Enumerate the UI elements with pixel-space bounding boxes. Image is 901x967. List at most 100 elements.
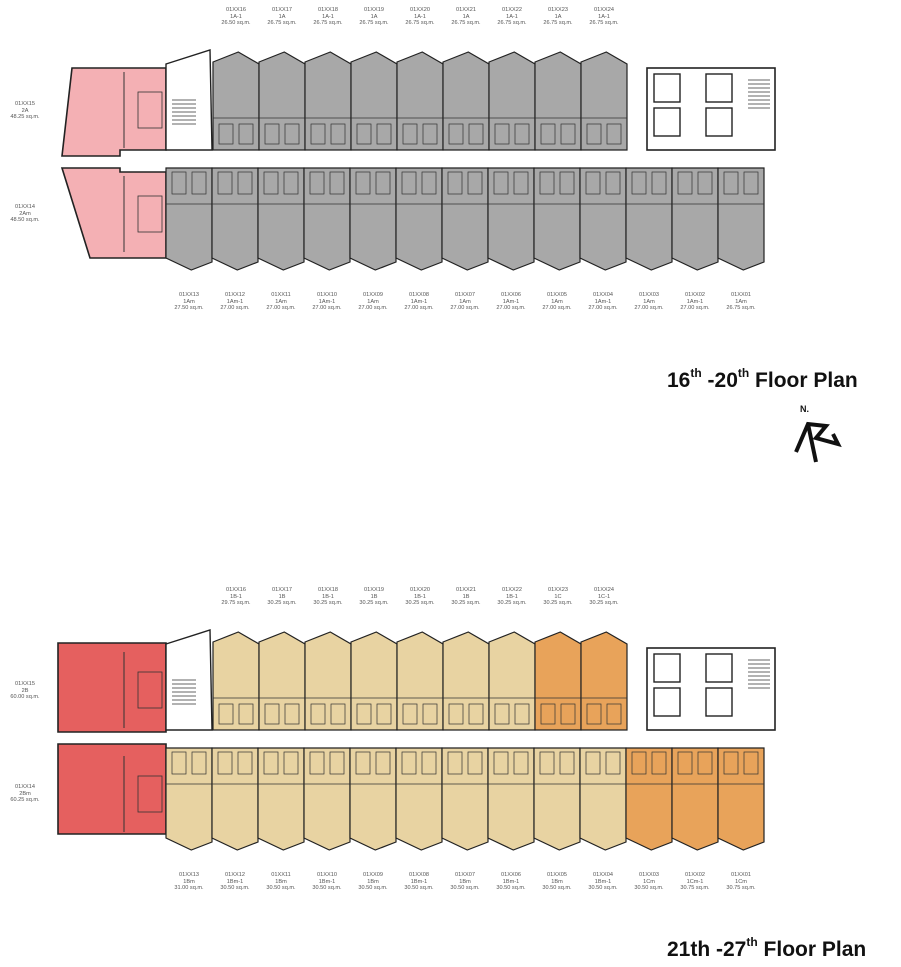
lift-shaft bbox=[653, 653, 681, 683]
unit-label-num: 01XX03 bbox=[639, 292, 659, 298]
bathroom bbox=[677, 171, 693, 195]
bathroom bbox=[631, 171, 647, 195]
unit-label-type: 1B-1 bbox=[414, 593, 426, 600]
unit-top bbox=[212, 631, 260, 731]
bathroom bbox=[264, 123, 280, 145]
kitchen bbox=[559, 751, 575, 775]
unit-top bbox=[350, 51, 398, 151]
unit-label-type: 1Am-1 bbox=[226, 298, 244, 305]
unit-label-area: 30.25 sq.m. bbox=[359, 600, 389, 607]
bathroom bbox=[540, 703, 556, 725]
unit-top bbox=[258, 51, 306, 151]
unit-bottom bbox=[717, 167, 765, 271]
unit-label-area: 30.50 sq.m. bbox=[496, 885, 526, 892]
bathroom bbox=[310, 123, 326, 145]
bathroom bbox=[309, 751, 325, 775]
unit-label-area: 27.00 sq.m. bbox=[634, 305, 664, 312]
bathroom bbox=[401, 751, 417, 775]
unit-label-type: 1Am-1 bbox=[318, 298, 336, 305]
unit-label-area: 27.00 sq.m. bbox=[450, 305, 480, 312]
unit-label-num: 01XX14 bbox=[15, 784, 35, 790]
unit-label-type: 1Cm bbox=[643, 878, 655, 885]
unit-label-area: 30.75 sq.m. bbox=[680, 885, 710, 892]
unit-label-num: 01XX19 bbox=[364, 587, 384, 593]
unit-top bbox=[258, 631, 306, 731]
unit-label-area: 30.50 sq.m. bbox=[312, 885, 342, 892]
unit-large-top bbox=[61, 67, 167, 157]
kitchen bbox=[560, 123, 576, 145]
unit-label-type: 1Am bbox=[275, 298, 287, 305]
bathroom bbox=[540, 123, 556, 145]
unit-label-type: 1A bbox=[370, 13, 378, 20]
unit-label-num: 01XX07 bbox=[455, 872, 475, 878]
bathroom bbox=[137, 775, 163, 813]
unit-label-type: 1Am-1 bbox=[594, 298, 612, 305]
kitchen bbox=[237, 171, 253, 195]
unit-label-area: 27.00 sq.m. bbox=[266, 305, 296, 312]
unit-label-type: 1Cm bbox=[735, 878, 747, 885]
unit-label-area: 30.25 sq.m. bbox=[313, 600, 343, 607]
bathroom bbox=[309, 171, 325, 195]
unit-bottom bbox=[303, 167, 351, 271]
bathroom bbox=[585, 751, 601, 775]
unit-label-num: 01XX24 bbox=[594, 587, 614, 593]
bathroom bbox=[723, 171, 739, 195]
kitchen bbox=[513, 171, 529, 195]
unit-label-type: 1B-1 bbox=[322, 593, 334, 600]
kitchen bbox=[743, 171, 759, 195]
unit-label-area: 27.00 sq.m. bbox=[404, 305, 434, 312]
corridor bbox=[60, 150, 775, 168]
kitchen bbox=[514, 123, 530, 145]
unit-label-type: 1Am bbox=[459, 298, 471, 305]
unit-top bbox=[396, 631, 444, 731]
unit-top bbox=[442, 51, 490, 151]
unit-label-type: 1A bbox=[462, 13, 470, 20]
unit-label-area: 30.50 sq.m. bbox=[542, 885, 572, 892]
unit-label-num: 01XX01 bbox=[731, 872, 751, 878]
unit-label-num: 01XX06 bbox=[501, 872, 521, 878]
unit-label-area: 30.50 sq.m. bbox=[266, 885, 296, 892]
unit-label-num: 01XX09 bbox=[363, 872, 383, 878]
bathroom bbox=[356, 123, 372, 145]
bathroom bbox=[264, 703, 280, 725]
unit-top bbox=[488, 631, 536, 731]
unit-label-area: 26.50 sq.m. bbox=[221, 20, 251, 27]
unit-label-type: 1Am bbox=[367, 298, 379, 305]
unit-label-num: 01XX09 bbox=[363, 292, 383, 298]
kitchen bbox=[513, 751, 529, 775]
kitchen bbox=[238, 123, 254, 145]
kitchen bbox=[605, 171, 621, 195]
kitchen bbox=[191, 751, 207, 775]
unit-label-type: 1C-1 bbox=[597, 593, 611, 600]
unit-label-type: 1Am-1 bbox=[686, 298, 704, 305]
unit-bottom bbox=[625, 747, 673, 851]
unit-bottom bbox=[395, 747, 443, 851]
unit-bottom bbox=[257, 747, 305, 851]
unit-label-area: 30.50 sq.m. bbox=[358, 885, 388, 892]
unit-label-num: 01XX07 bbox=[455, 292, 475, 298]
kitchen bbox=[237, 751, 253, 775]
kitchen bbox=[376, 703, 392, 725]
floor-plan-title: 16th -20th Floor Plan bbox=[667, 366, 858, 392]
unit-label-type: 1A-1 bbox=[322, 13, 334, 20]
bathroom bbox=[447, 751, 463, 775]
unit-label-area: 26.75 sq.m. bbox=[451, 20, 481, 27]
unit-label-type: 1A bbox=[554, 13, 562, 20]
unit-bottom bbox=[533, 167, 581, 271]
floor-plan-drawing bbox=[60, 49, 776, 271]
unit-label-area: 60.00 sq.m. bbox=[10, 694, 40, 701]
kitchen bbox=[330, 123, 346, 145]
unit-top bbox=[212, 51, 260, 151]
unit-label-type: 1B bbox=[370, 593, 378, 600]
